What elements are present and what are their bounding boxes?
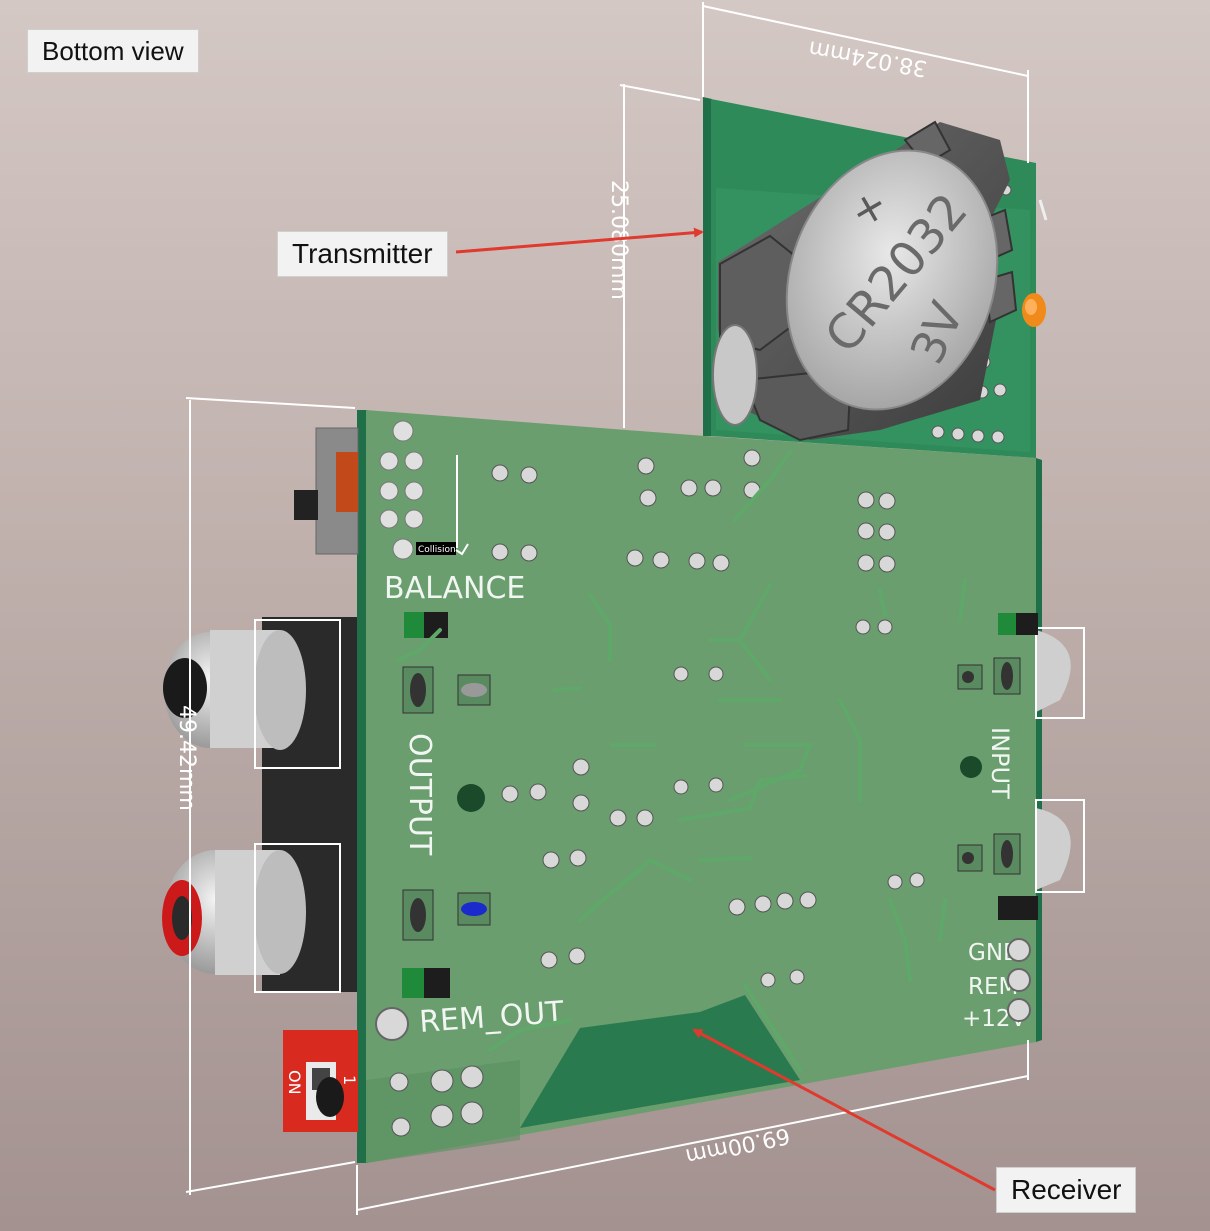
silk-input: INPUT [986, 727, 1014, 799]
receiver-pcb [366, 410, 1036, 1163]
power-terminal-pads [1007, 938, 1031, 1022]
coin-cell-battery: + CR2032 3V [785, 149, 999, 411]
receiver-board: Collision BALANCE OUTPUT INPUT REM_OUT G… [162, 410, 1085, 1163]
dim-width-bottom: 69.00mm [683, 1122, 792, 1168]
receiver-pcb-right-edge [1036, 458, 1042, 1042]
receiver-green-pads [402, 612, 1016, 998]
balance-potentiometer [294, 420, 424, 560]
transmitter-callout: Transmitter [277, 231, 448, 277]
receiver-callout: Receiver [996, 1167, 1137, 1213]
input-rca-jacks [1035, 627, 1085, 893]
silk-output: OUTPUT [402, 733, 437, 856]
orange-led [1022, 199, 1048, 327]
silk-balance: BALANCE [384, 571, 525, 606]
dip-on-label: ON [285, 1070, 304, 1095]
receiver-pcb-edge [357, 410, 368, 1163]
collision-marker: Collision [416, 455, 469, 556]
view-label: Bottom view [27, 29, 199, 73]
dip-switch: ON 1 [283, 1030, 359, 1132]
transmitter-pcb-edge [703, 97, 712, 436]
receiver-arrow [692, 1028, 996, 1192]
receiver-ground-pour [520, 995, 800, 1128]
mounting-hole-bottom-left [375, 1007, 409, 1041]
transmitter-arrow [455, 227, 704, 254]
receiver-oval-pads [402, 657, 1021, 941]
mounting-holes [457, 756, 982, 812]
callout-arrows [455, 227, 996, 1192]
collision-label: Collision [418, 545, 456, 555]
dip-1-label: 1 [340, 1075, 359, 1085]
receiver-traces [396, 450, 967, 1072]
dim-height-receiver: 49.42mm [174, 705, 199, 811]
dimension-lines [185, 2, 1029, 1215]
transmitter-board: + CR2032 3V [703, 97, 1048, 458]
